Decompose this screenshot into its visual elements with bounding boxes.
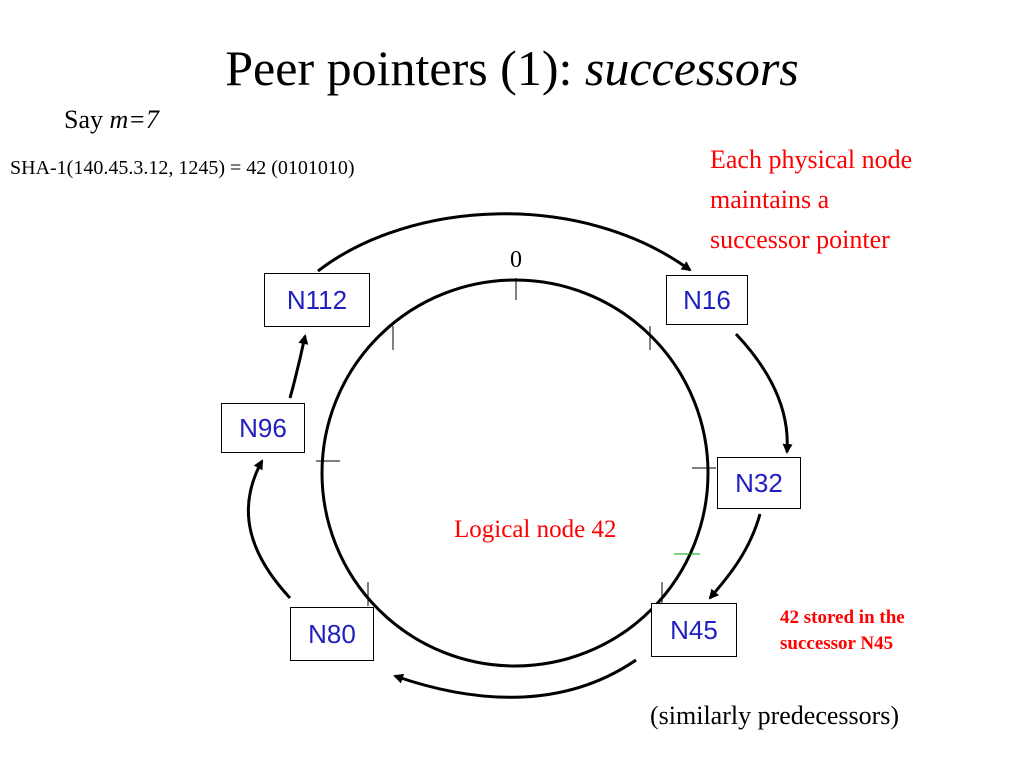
physical-node-note-line: successor pointer <box>710 225 890 254</box>
successor-arrow-n96-to-n112 <box>288 334 309 399</box>
physical-node-note: Each physical node maintains a successor… <box>710 140 912 260</box>
node-n96: N96 <box>221 403 305 453</box>
physical-node-note-line: Each physical node <box>710 145 913 174</box>
parameter-line: Say m=7 <box>64 104 159 136</box>
successor-arrow-n80-to-n96 <box>247 459 292 600</box>
node-n80: N80 <box>290 607 374 661</box>
ring-zero-label: 0 <box>510 247 522 273</box>
stored-note-line: 42 stored in the <box>780 607 905 628</box>
predecessors-note: (similarly predecessors) <box>650 701 900 730</box>
physical-node-note-line: maintains a <box>710 185 830 214</box>
slide-title-emphasis: successors <box>584 40 799 96</box>
stored-in-successor-note: 42 stored in the successor N45 <box>780 605 905 657</box>
slide-title: Peer pointers (1): successors <box>0 36 1024 100</box>
node-n112: N112 <box>264 273 370 327</box>
node-n32: N32 <box>717 457 801 509</box>
m-assignment: m=7 <box>109 105 159 134</box>
node-n45: N45 <box>651 603 737 657</box>
identifier-ring <box>320 278 710 668</box>
successor-arrow-n112-to-n16 <box>317 212 692 273</box>
slide-title-prefix: Peer pointers (1): <box>225 40 585 96</box>
hash-example: SHA-1(140.45.3.12, 1245) = 42 (0101010) <box>10 157 355 179</box>
stored-note-line: successor N45 <box>780 633 894 654</box>
logical-node-label: Logical node 42 <box>454 516 617 543</box>
say-text: Say <box>64 105 110 134</box>
successor-arrow-n45-to-n80 <box>393 658 637 699</box>
successor-arrow-n16-to-n32 <box>734 332 793 454</box>
successor-arrow-n32-to-n45 <box>708 513 762 600</box>
node-n16: N16 <box>666 275 748 325</box>
